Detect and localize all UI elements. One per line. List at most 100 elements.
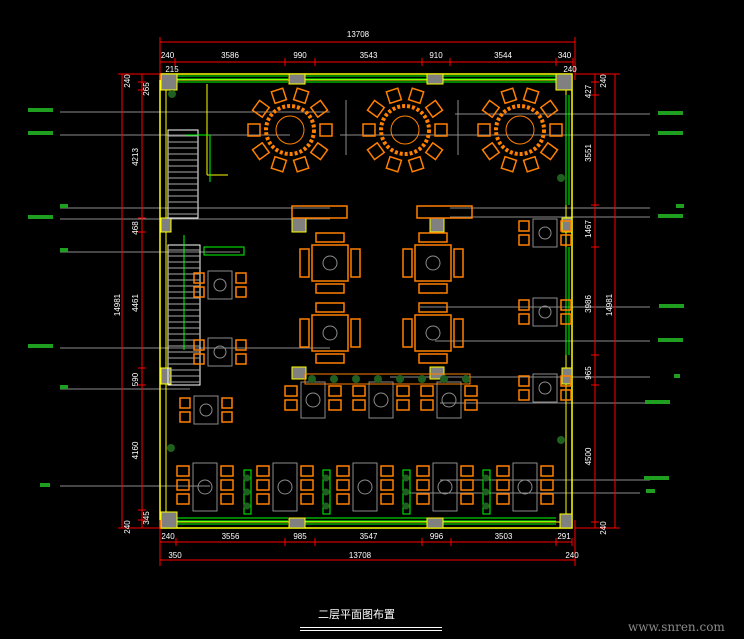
chair (560, 375, 572, 387)
structural-column (291, 366, 307, 380)
table-center-mark (322, 325, 338, 341)
plant-icon (243, 474, 251, 482)
chair (518, 220, 530, 232)
chair (418, 283, 448, 294)
chair (539, 99, 559, 119)
chair (336, 479, 350, 491)
chair (300, 479, 314, 491)
chair (464, 399, 478, 411)
chair (418, 353, 448, 364)
booth-table (272, 462, 298, 512)
plant-icon (168, 90, 176, 98)
dimension-label: 4461 (131, 294, 140, 312)
table-center-mark (425, 325, 441, 341)
plant-icon (418, 375, 426, 383)
structural-column (429, 217, 445, 233)
chair (352, 399, 366, 411)
chair (350, 248, 361, 278)
service-counter (291, 205, 348, 219)
chair (540, 479, 554, 491)
plant-icon (243, 502, 251, 510)
chair (315, 283, 345, 294)
small-table (532, 373, 558, 403)
chair (385, 155, 403, 173)
chair (292, 155, 310, 173)
round-table (264, 104, 316, 156)
round-table (494, 104, 546, 156)
chair (460, 479, 474, 491)
chair (256, 493, 270, 505)
table-center-mark (305, 392, 321, 408)
small-table (207, 337, 233, 367)
dimension-label: 3551 (584, 144, 593, 162)
table-center-mark (437, 479, 453, 495)
round-table-12-seat (247, 87, 333, 173)
table-center-mark (197, 479, 213, 495)
plant-icon (330, 375, 338, 383)
chair (193, 286, 205, 298)
four-seat-table (311, 314, 349, 352)
chair (407, 155, 425, 173)
chair (420, 399, 434, 411)
structural-column (429, 366, 445, 380)
dimension-label: 990 (293, 51, 307, 60)
callout-label-marker (40, 483, 50, 487)
chair (256, 479, 270, 491)
structural-column (160, 73, 178, 91)
dimension-label: 3544 (494, 51, 512, 60)
chair (179, 397, 191, 409)
dimension-label: 240 (565, 551, 579, 560)
plant-icon (396, 375, 404, 383)
plant-icon (402, 474, 410, 482)
table-center-mark (213, 278, 227, 292)
chair (477, 123, 491, 137)
dimension-label: 3986 (584, 295, 593, 313)
chair (176, 479, 190, 491)
dimension-label: 590 (131, 372, 140, 386)
four-seat-table (414, 314, 452, 352)
chair (366, 99, 386, 119)
dimension-label: 240 (123, 520, 132, 534)
chair (247, 123, 261, 137)
four-seat-table (414, 244, 452, 282)
chair (560, 220, 572, 232)
callout-label-marker (659, 304, 684, 308)
table-center-mark (213, 345, 227, 359)
dimension-label: 240 (599, 74, 608, 88)
chair (424, 99, 444, 119)
dimension-label: 3547 (360, 532, 378, 541)
lazy-susan (390, 115, 420, 145)
small-table (207, 270, 233, 300)
callout-label-marker (28, 131, 53, 135)
chair (220, 465, 234, 477)
table-center-mark (357, 479, 373, 495)
callout-label-marker (658, 131, 683, 135)
chair (460, 465, 474, 477)
chair (518, 389, 530, 401)
structural-column (160, 511, 178, 529)
chair (300, 493, 314, 505)
chair (235, 286, 247, 298)
booth-table (436, 381, 462, 419)
small-table (532, 297, 558, 327)
dimension-label: 240 (123, 74, 132, 88)
interior-wall-line (165, 79, 567, 523)
chair (220, 479, 234, 491)
chair (496, 493, 510, 505)
plant-icon (352, 375, 360, 383)
lazy-susan (505, 115, 535, 145)
dimension-label: 910 (429, 51, 443, 60)
dimension-label: 13708 (347, 30, 370, 39)
plant-icon (462, 375, 470, 383)
callout-label-marker (60, 248, 68, 252)
plant-icon (308, 375, 316, 383)
dimension-label: 965 (584, 366, 593, 380)
chair (328, 385, 342, 397)
chair (380, 465, 394, 477)
chair (416, 493, 430, 505)
plant-icon (402, 488, 410, 496)
chair (518, 313, 530, 325)
chair (518, 375, 530, 387)
chair (560, 313, 572, 325)
